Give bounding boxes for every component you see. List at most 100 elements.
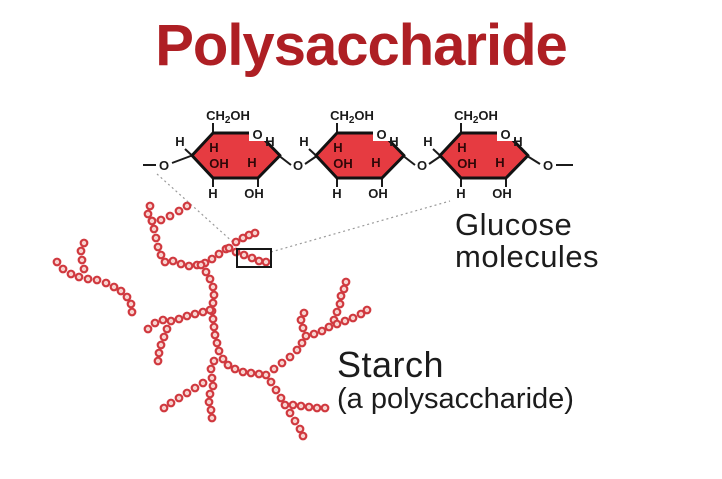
glucose-bead (212, 338, 222, 348)
glucose-bead (296, 401, 306, 411)
linker-oxygen-label: O (293, 158, 303, 173)
glucose-bead (280, 400, 290, 410)
inner-oh-label: OH (457, 156, 477, 171)
glucose-bead (209, 356, 219, 366)
glucose-bead (109, 282, 119, 292)
starch-branched-structure (52, 201, 372, 441)
glucose-bead (348, 313, 358, 323)
glucose-bead (208, 282, 218, 292)
starch-label-sub: (a polysaccharide) (337, 383, 574, 415)
glucose-bead (285, 352, 295, 362)
ch2oh-pre: CH (206, 108, 225, 123)
inner-oh-label: OH (333, 156, 353, 171)
glucose-bead (201, 267, 211, 277)
callout-dotted-line (156, 173, 236, 245)
glucose-bead (116, 286, 126, 296)
glucose-bead (182, 388, 192, 398)
glucose-bead (165, 211, 175, 221)
inner-h-label: H (457, 140, 466, 155)
glucose-bead (206, 405, 216, 415)
glucose-molecules-label: Glucose molecules (455, 209, 599, 273)
ring-oxygen-label: O (376, 127, 386, 142)
outer-right-h-label: H (513, 134, 522, 149)
glucose-label-line1: Glucose (455, 207, 573, 242)
glucose-bead (312, 403, 322, 413)
glucose-bead (147, 216, 157, 226)
glucose-bead (295, 424, 305, 434)
ch2oh-pre: CH (454, 108, 473, 123)
glucose-bead (204, 397, 214, 407)
glucose-bead (214, 249, 224, 259)
ring-oxygen-bg (373, 126, 390, 141)
ch2oh-label: CH2OH (206, 108, 250, 126)
glucose-bead (151, 233, 161, 243)
glucose-bead (174, 314, 184, 324)
glucose-bead (210, 330, 220, 340)
glucose-bead (301, 331, 311, 341)
glucose-bead (218, 354, 228, 364)
ring-oxygen-bg (249, 126, 266, 141)
glucose-bead (198, 378, 208, 388)
ch2oh-label: CH2OH (330, 108, 374, 126)
diagram-title: Polysaccharide (155, 13, 568, 78)
glucose-bead (159, 332, 169, 342)
glucose-bead (205, 305, 215, 315)
glucose-bead (52, 257, 62, 267)
glucose-bead (190, 309, 200, 319)
bond-line (527, 155, 541, 165)
glucose-bead (208, 298, 218, 308)
glucose-bead (76, 246, 86, 256)
glucose-bead (231, 237, 241, 247)
glucose-bead (190, 383, 200, 393)
ch2oh-pre: CH (330, 108, 349, 123)
glucose-bead (269, 364, 279, 374)
outer-left-h-label: H (299, 134, 308, 149)
glucose-bead (290, 416, 300, 426)
glucose-label-line2: molecules (455, 239, 600, 274)
glucose-bead (156, 250, 166, 260)
glucose-bead (122, 292, 132, 302)
glucose-bead (239, 250, 249, 260)
glucose-bead (143, 324, 153, 334)
callout-dotted-line (270, 200, 451, 253)
glucose-bead (168, 256, 178, 266)
glucose-bead (332, 307, 342, 317)
inner-h-label: H (209, 140, 218, 155)
bottom-oh-label: OH (368, 186, 388, 201)
glucose-bead (332, 319, 342, 329)
glucose-bead (304, 402, 314, 412)
inner-oh-label: OH (209, 156, 229, 171)
glucose-bead (101, 278, 111, 288)
glucose-bead (174, 206, 184, 216)
highlight-box (236, 248, 272, 268)
starch-label-name: Starch (337, 344, 445, 385)
glucose-bead (182, 311, 192, 321)
glucose-bead (182, 201, 192, 211)
glucose-bead (126, 299, 136, 309)
glucose-bead (145, 201, 155, 211)
glucose-bead (247, 253, 257, 263)
glucose-bead (174, 393, 184, 403)
glucose-bead (341, 277, 351, 287)
glucose-bead (250, 228, 260, 238)
ch2oh-sub: 2 (473, 115, 479, 126)
ring-oxygen-label: O (252, 127, 262, 142)
glucose-bead (92, 275, 102, 285)
ch2oh-post: OH (354, 108, 374, 123)
starch-label: Starch (a polysaccharide) (337, 344, 574, 415)
glucose-bead (271, 385, 281, 395)
highlight-rectangle (236, 248, 272, 268)
bond-line (171, 154, 193, 164)
inner-h-label: H (333, 140, 342, 155)
glucose-bead (58, 264, 68, 274)
glucose-bead (276, 393, 286, 403)
ch2oh-sub: 2 (349, 115, 355, 126)
glucose-bead (214, 346, 224, 356)
bottom-h-label: H (332, 186, 341, 201)
bond-line (308, 148, 317, 157)
glucose-bead (79, 264, 89, 274)
bond-line (428, 155, 441, 165)
glucose-bead (254, 256, 264, 266)
glucose-bead (176, 259, 186, 269)
